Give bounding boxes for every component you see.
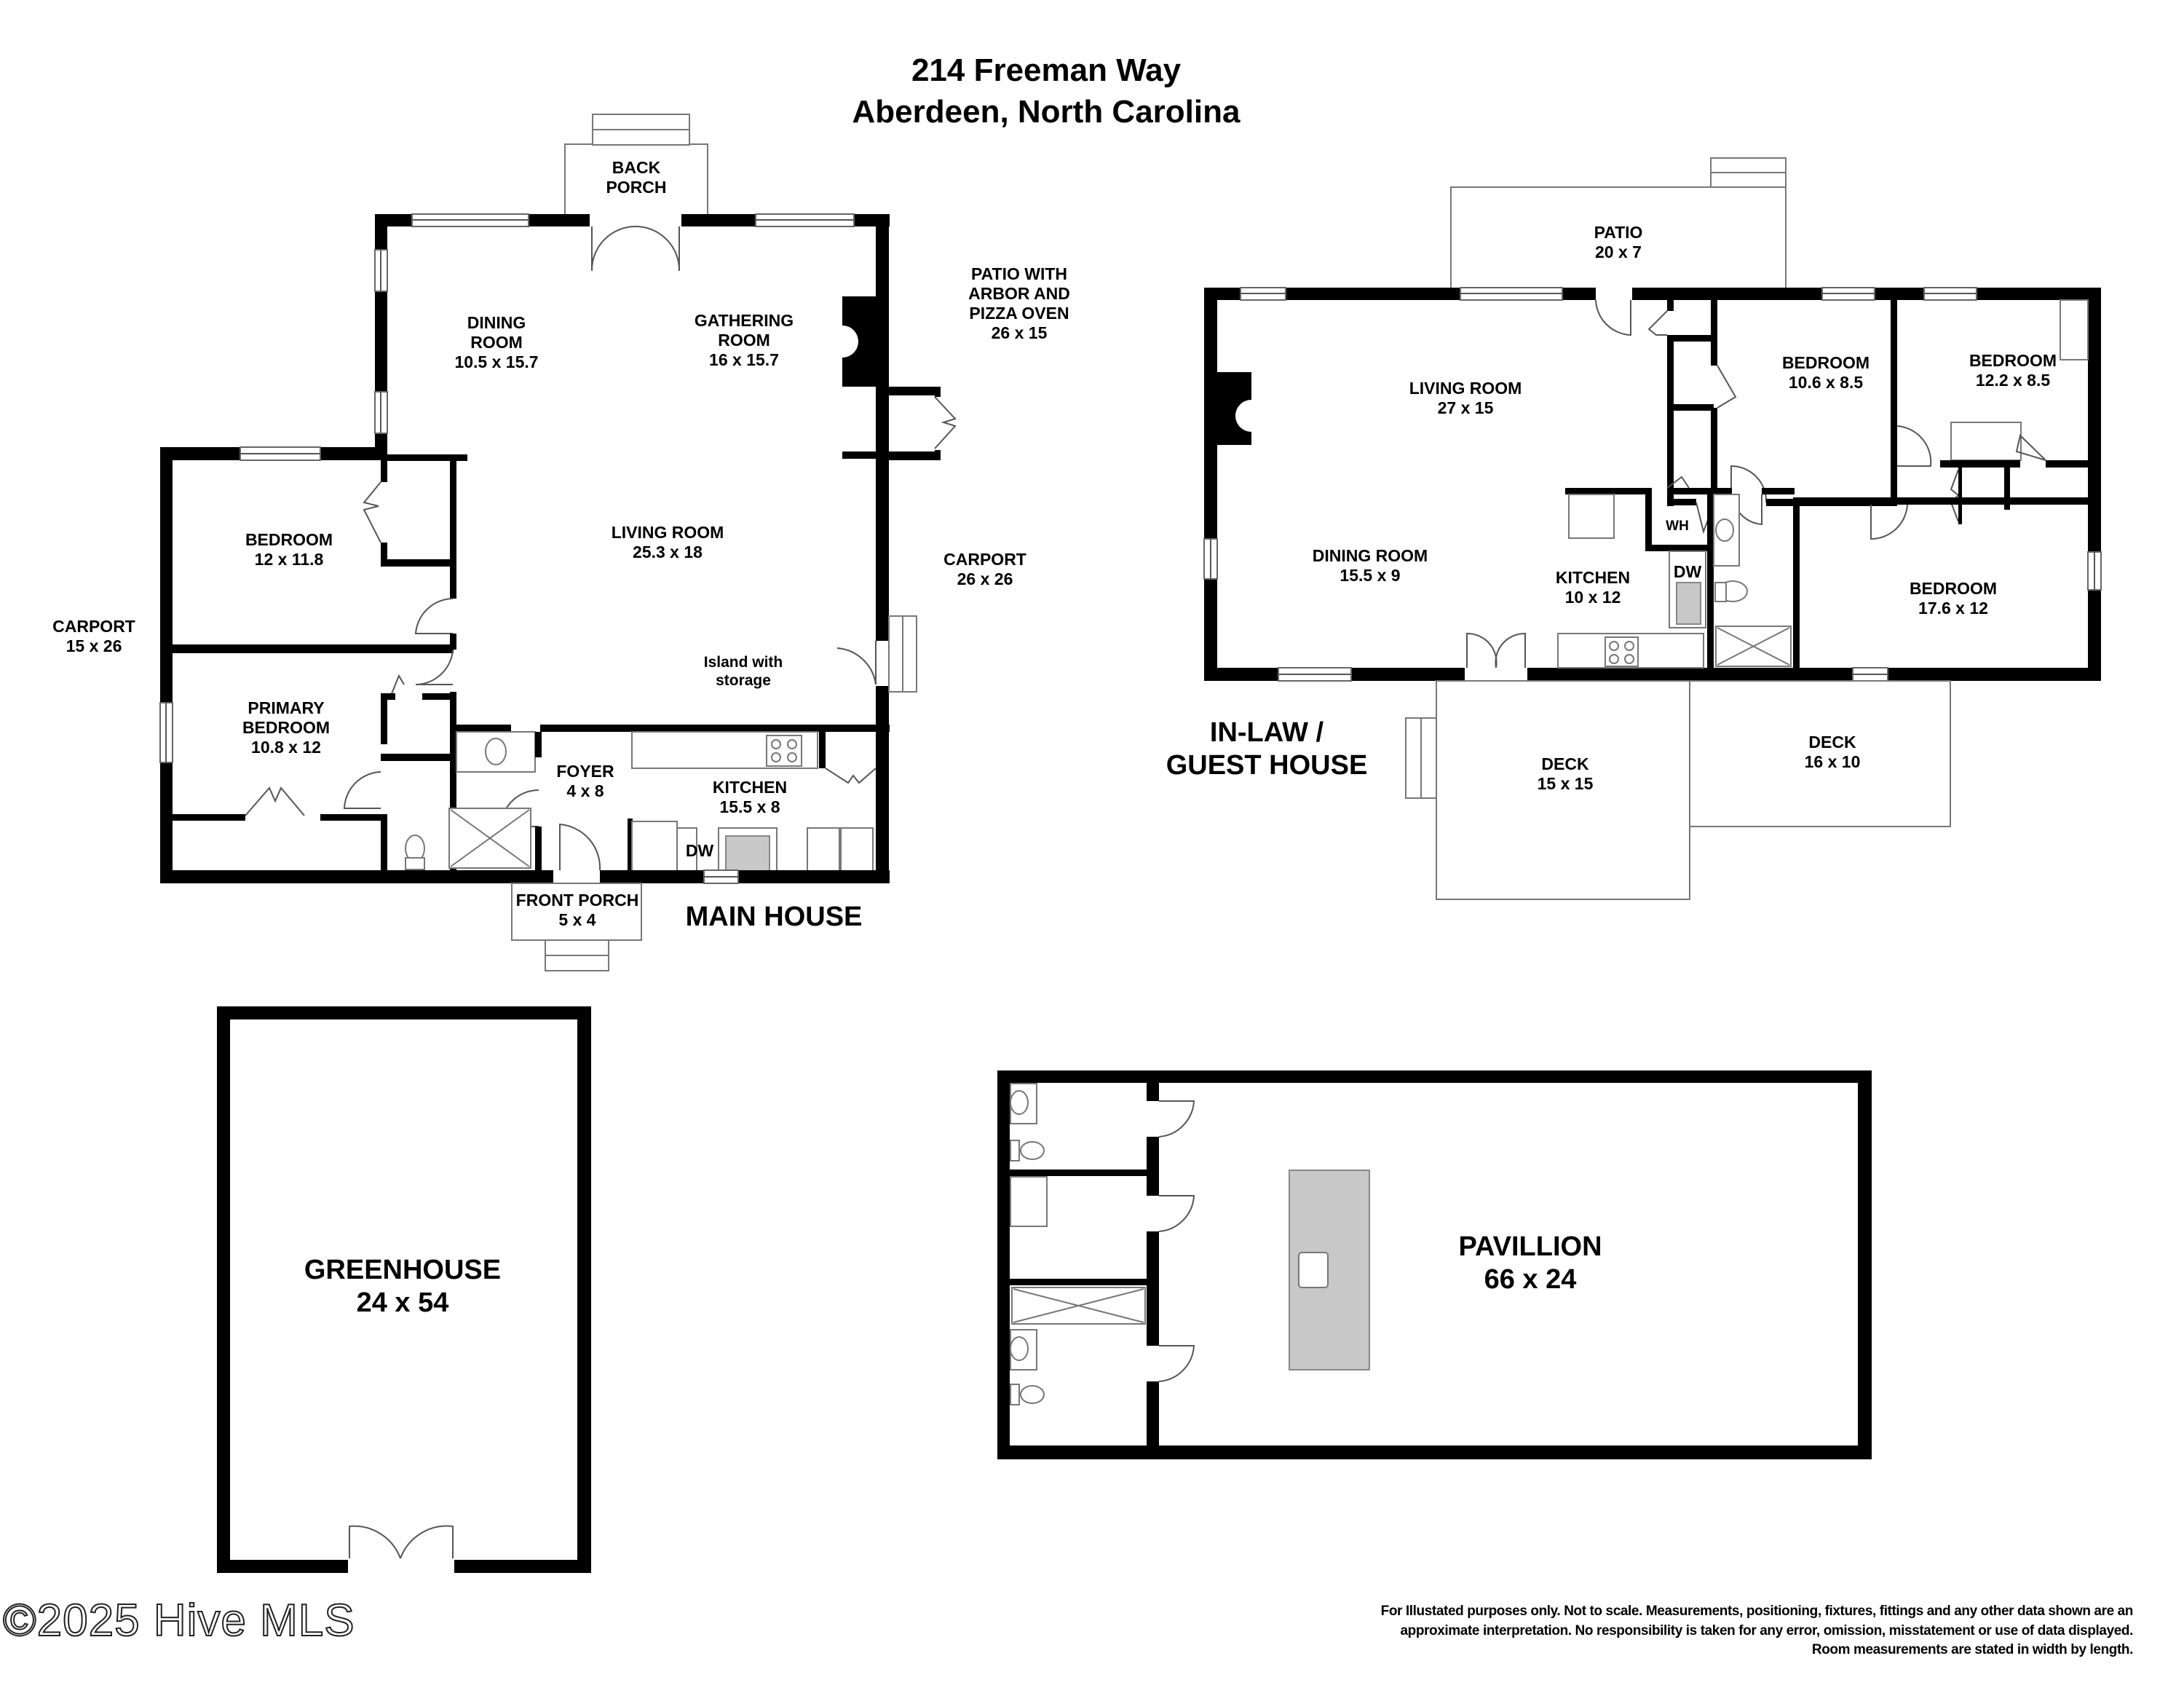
kitchen-label: KITCHEN 15.5 x 8: [712, 778, 788, 817]
door: [415, 650, 454, 685]
deck-outline: [1689, 680, 1951, 827]
greenhouse-label: GREENHOUSE 24 x 54: [304, 1255, 502, 1318]
address-line: 214 Freeman Way: [911, 52, 1182, 88]
dishwasher-label: DW: [685, 841, 714, 860]
door: [343, 771, 381, 809]
deck-1-label: DECK 15 x 15: [1537, 754, 1594, 794]
patio-outline: [1450, 186, 1787, 290]
main-house-plan: [159, 114, 957, 971]
guest-house-plan: [1203, 157, 2102, 900]
door: [1158, 1100, 1195, 1137]
guest-living-room-label: LIVING ROOM 27 x 15: [1409, 379, 1522, 418]
vanity: [1010, 1329, 1037, 1370]
door: [2015, 434, 2046, 461]
door: [1666, 476, 1690, 489]
front-door: [559, 823, 601, 871]
gathering-room-label: GATHERING ROOM 16 x 15.7: [694, 311, 794, 370]
french-door: [590, 226, 681, 272]
disclaimer-line: Room measurements are stated in width by…: [1811, 1642, 2134, 1658]
water-heater-label: WH: [1666, 518, 1689, 534]
door: [1595, 299, 1631, 336]
double-sink-icon: [725, 835, 770, 872]
fireplace-icon: [1217, 372, 1251, 445]
carport-west-label: CARPORT 15 x 26: [52, 617, 135, 656]
dishwasher: [676, 827, 697, 877]
carport-east-label: CARPORT 26 x 26: [943, 550, 1026, 589]
living-room-label: LIVING ROOM 25.3 x 18: [611, 523, 724, 562]
bedroom-label: BEDROOM 12 x 11.8: [245, 530, 333, 569]
back-porch-outline: [564, 143, 708, 221]
toilet-icon: [1020, 1141, 1045, 1160]
disclaimer-line: approximate interpretation. No responsib…: [1400, 1622, 2133, 1638]
fireplace-icon: [842, 296, 876, 387]
closet-shelf: [2060, 299, 2089, 360]
greenhouse-plan: [217, 1006, 591, 1574]
sink-icon: [1715, 518, 1734, 542]
sink-icon: [1298, 1252, 1329, 1288]
vanity: [1010, 1083, 1037, 1124]
stove-icon: [766, 735, 802, 767]
sink-icon: [1010, 1090, 1029, 1115]
front-porch-label: FRONT PORCH 5 x 4: [515, 891, 639, 930]
foyer-label: FOYER 4 x 8: [556, 762, 614, 801]
washer-icon: [807, 827, 840, 877]
guest-dining-room-label: DINING ROOM 15.5 x 9: [1312, 546, 1428, 585]
front-porch-outline: [511, 883, 642, 941]
door: [1896, 425, 1932, 467]
guest-patio-label: PATIO 20 x 7: [1594, 223, 1643, 262]
toilet-icon: [1020, 1385, 1045, 1404]
sink-icon: [1676, 582, 1701, 625]
disclaimer: For Illustated purposes only. Not to sca…: [1380, 1602, 2134, 1660]
bifold-door: [825, 768, 877, 784]
back-porch-label: BACK PORCH: [606, 158, 667, 197]
guest-house-label: IN-LAW / GUEST HOUSE: [1166, 717, 1368, 781]
patio-arbor-label: PATIO WITH ARBOR AND PIZZA OVEN 26 x 15: [968, 264, 1070, 343]
door: [1158, 1195, 1195, 1232]
door: [414, 598, 454, 634]
dining-room-label: DINING ROOM 10.5 x 15.7: [454, 313, 539, 372]
bifold-door: [1717, 365, 1737, 409]
pavilion-label: PAVILLION 66 x 24: [1458, 1231, 1602, 1295]
guest-bedroom-1-label: BEDROOM 10.6 x 8.5: [1781, 353, 1870, 393]
bifold-door: [1950, 469, 1960, 522]
pavilion-plan: [997, 1070, 1872, 1459]
bifold-door: [934, 396, 957, 449]
french-door: [1466, 632, 1526, 669]
watermark: ©2025 Hive MLS: [2, 1595, 355, 1646]
dryer-icon: [840, 827, 874, 877]
door: [836, 641, 877, 685]
disclaimer-line: For Illustated purposes only. Not to sca…: [1380, 1604, 2134, 1619]
island-note: Island with storage: [703, 654, 783, 689]
main-house-label: MAIN HOUSE: [685, 902, 863, 932]
sink-counter: [631, 821, 678, 877]
vanity: [1010, 1176, 1048, 1227]
city-state-line: Aberdeen, North Carolina: [852, 94, 1241, 130]
guest-kitchen-label: KITCHEN 10 x 12: [1555, 568, 1631, 607]
dresser: [1950, 422, 2022, 461]
deck-outline: [1436, 680, 1690, 900]
bifold-door: [245, 786, 305, 816]
door: [1730, 465, 1768, 504]
page-title: 214 Freeman Way Aberdeen, North Carolina: [852, 50, 1241, 133]
primary-bedroom-label: PRIMARY BEDROOM 10.8 x 12: [242, 698, 331, 757]
door: [1158, 1345, 1195, 1382]
bifold-door: [363, 481, 381, 543]
sink-icon: [485, 738, 507, 765]
french-door: [349, 1525, 454, 1559]
guest-dishwasher-label: DW: [1673, 562, 1702, 581]
deck-2-label: DECK 16 x 10: [1804, 733, 1861, 772]
sink-icon: [1010, 1336, 1029, 1361]
guest-bedroom-2-label: BEDROOM 12.2 x 8.5: [1969, 351, 2057, 390]
door: [1870, 504, 1908, 540]
vanity: [1713, 494, 1740, 567]
guest-bedroom-3-label: BEDROOM 17.6 x 12: [1909, 579, 1998, 618]
fridge: [1568, 494, 1615, 539]
